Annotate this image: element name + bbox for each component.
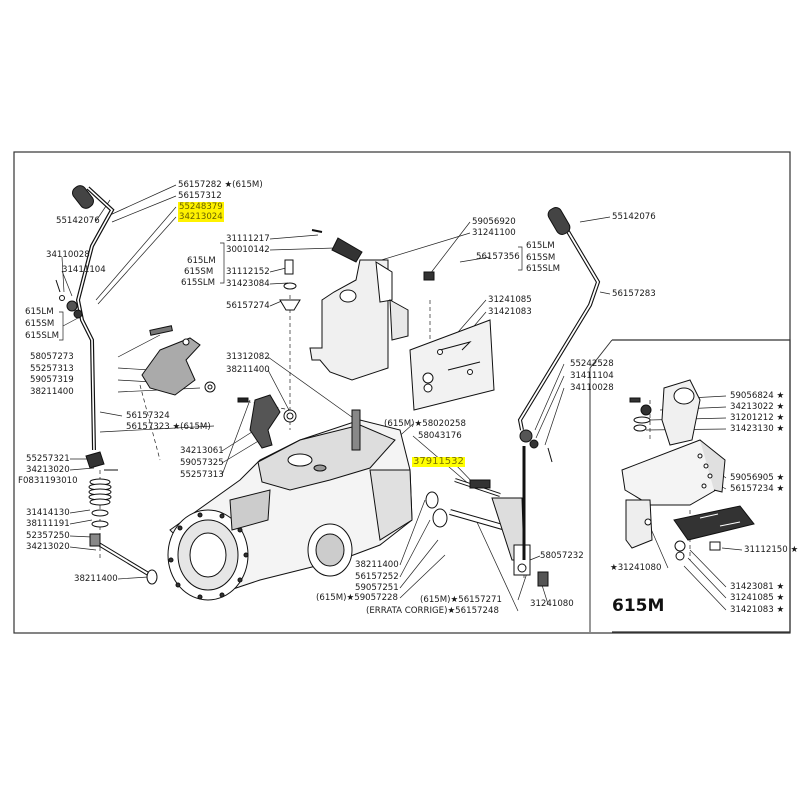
- part-label-31112150[interactable]: 31112150 ★: [744, 545, 799, 555]
- part-label-31241080-inset[interactable]: ★31241080: [610, 563, 662, 573]
- part-label-55142076-left[interactable]: 55142076: [56, 216, 100, 226]
- part-label-31421083[interactable]: 31421083: [488, 307, 532, 317]
- right-gear-lever: [517, 207, 601, 560]
- part-label-31241085[interactable]: 31241085: [488, 295, 532, 305]
- part-label-52357250[interactable]: 52357250: [26, 531, 70, 541]
- part-label-31423084[interactable]: 31423084: [226, 279, 270, 289]
- part-label-56157252[interactable]: 56157252: [355, 572, 399, 582]
- model-label-615lm-left: 615LM: [25, 307, 54, 317]
- part-label-59056905[interactable]: 59056905 ★: [730, 473, 785, 483]
- part-label-59056824[interactable]: 59056824 ★: [730, 391, 785, 401]
- part-label-56157356[interactable]: 56157356: [476, 252, 520, 262]
- part-label-34213061[interactable]: 34213061: [180, 446, 224, 456]
- part-label-56157323[interactable]: 56157323 ★(615M): [126, 422, 211, 432]
- inset-frame: [612, 339, 791, 633]
- part-label-59057228[interactable]: (615M)★59057228: [316, 593, 398, 603]
- part-label-59057251[interactable]: 59057251: [355, 583, 399, 593]
- part-label-56157282[interactable]: 56157282 ★(615M): [178, 180, 263, 190]
- part-label-38211400-center[interactable]: 38211400: [226, 365, 270, 375]
- model-label-615slm-left: 615SLM: [25, 331, 60, 341]
- part-label-30010142[interactable]: 30010142: [226, 245, 270, 255]
- part-label-34213020-a[interactable]: 34213020: [26, 465, 70, 475]
- part-label-31423130[interactable]: 31423130 ★: [730, 424, 785, 434]
- center-bracket: [279, 229, 435, 381]
- part-label-56157248[interactable]: (ERRATA CORRIGE)★56157248: [366, 606, 499, 616]
- inset-615m-parts: [621, 379, 755, 561]
- part-label-31241080[interactable]: 31241080: [530, 599, 574, 609]
- part-label-58057232[interactable]: 58057232: [540, 551, 584, 561]
- part-label-31421083-inset[interactable]: 31421083 ★: [730, 605, 785, 615]
- part-label-56157324[interactable]: 56157324: [126, 411, 170, 421]
- right-bracket: [409, 319, 495, 411]
- part-label-31201212[interactable]: 31201212 ★: [730, 413, 785, 423]
- model-label-615sm-left: 615SM: [25, 319, 55, 329]
- left-small-parts: [85, 325, 216, 585]
- part-label-58043176[interactable]: 58043176: [418, 431, 462, 441]
- inset-title-615m: 615M: [612, 596, 665, 616]
- part-label-31423081[interactable]: 31423081 ★: [730, 582, 785, 592]
- part-label-34110028-right[interactable]: 34110028: [570, 383, 614, 393]
- part-label-59056920[interactable]: 59056920: [472, 217, 516, 227]
- part-label-56157271[interactable]: (615M)★56157271: [420, 595, 502, 605]
- model-label-615sm-right: 615SM: [526, 253, 556, 263]
- part-label-31241085-inset[interactable]: 31241085 ★: [730, 593, 785, 603]
- part-label-56157312[interactable]: 56157312: [178, 191, 222, 201]
- part-label-55248379[interactable]: 55248379: [178, 202, 224, 212]
- center-parts: [237, 394, 549, 587]
- part-label-31414130[interactable]: 31414130: [26, 508, 70, 518]
- left-gear-lever: [55, 185, 115, 451]
- part-label-59057325[interactable]: 59057325: [180, 458, 224, 468]
- part-label-31411104-left[interactable]: 31411104: [62, 265, 106, 275]
- part-label-55242528[interactable]: 55242528: [570, 359, 614, 369]
- part-label-58057273[interactable]: 58057273: [30, 352, 74, 362]
- model-label-615slm-center: 615SLM: [181, 278, 216, 288]
- part-label-31111217[interactable]: 31111217: [226, 234, 270, 244]
- part-label-55257313-left[interactable]: 55257313: [30, 364, 74, 374]
- part-label-56157234[interactable]: 56157234 ★: [730, 484, 785, 494]
- part-label-55257313-center[interactable]: 55257313: [180, 470, 224, 480]
- part-label-56157274[interactable]: 56157274: [226, 301, 270, 311]
- part-label-38211400-left[interactable]: 38211400: [30, 387, 74, 397]
- model-label-615lm-center: 615LM: [187, 256, 216, 266]
- part-label-f0831193010[interactable]: F0831193010: [18, 476, 78, 486]
- part-label-34213024[interactable]: 34213024: [178, 212, 224, 222]
- part-label-38211400-bottom-left[interactable]: 38211400: [74, 574, 118, 584]
- part-label-38111191[interactable]: 38111191: [26, 519, 70, 529]
- model-label-615sm-center: 615SM: [184, 267, 214, 277]
- model-label-615slm-right: 615SLM: [526, 264, 561, 274]
- part-label-55257321[interactable]: 55257321: [26, 454, 70, 464]
- part-label-37911532-highlighted[interactable]: 37911532: [412, 456, 465, 467]
- part-label-59057319[interactable]: 59057319: [30, 375, 74, 385]
- transmission-housing: [167, 409, 413, 601]
- part-label-56157283[interactable]: 56157283: [612, 289, 656, 299]
- part-label-34213022[interactable]: 34213022 ★: [730, 402, 785, 412]
- part-label-31112152[interactable]: 31112152: [226, 267, 270, 277]
- part-label-58020258[interactable]: (615M)★58020258: [384, 419, 466, 429]
- part-label-31411104-right[interactable]: 31411104: [570, 371, 614, 381]
- part-label-55142076-right[interactable]: 55142076: [612, 212, 656, 222]
- part-label-38211400-bottom[interactable]: 38211400: [355, 560, 399, 570]
- model-label-615lm-right: 615LM: [526, 241, 555, 251]
- part-label-34213020-b[interactable]: 34213020: [26, 542, 70, 552]
- part-label-31241100[interactable]: 31241100: [472, 228, 516, 238]
- part-label-34110028-left[interactable]: 34110028: [46, 250, 90, 260]
- part-label-31312082[interactable]: 31312082: [226, 352, 270, 362]
